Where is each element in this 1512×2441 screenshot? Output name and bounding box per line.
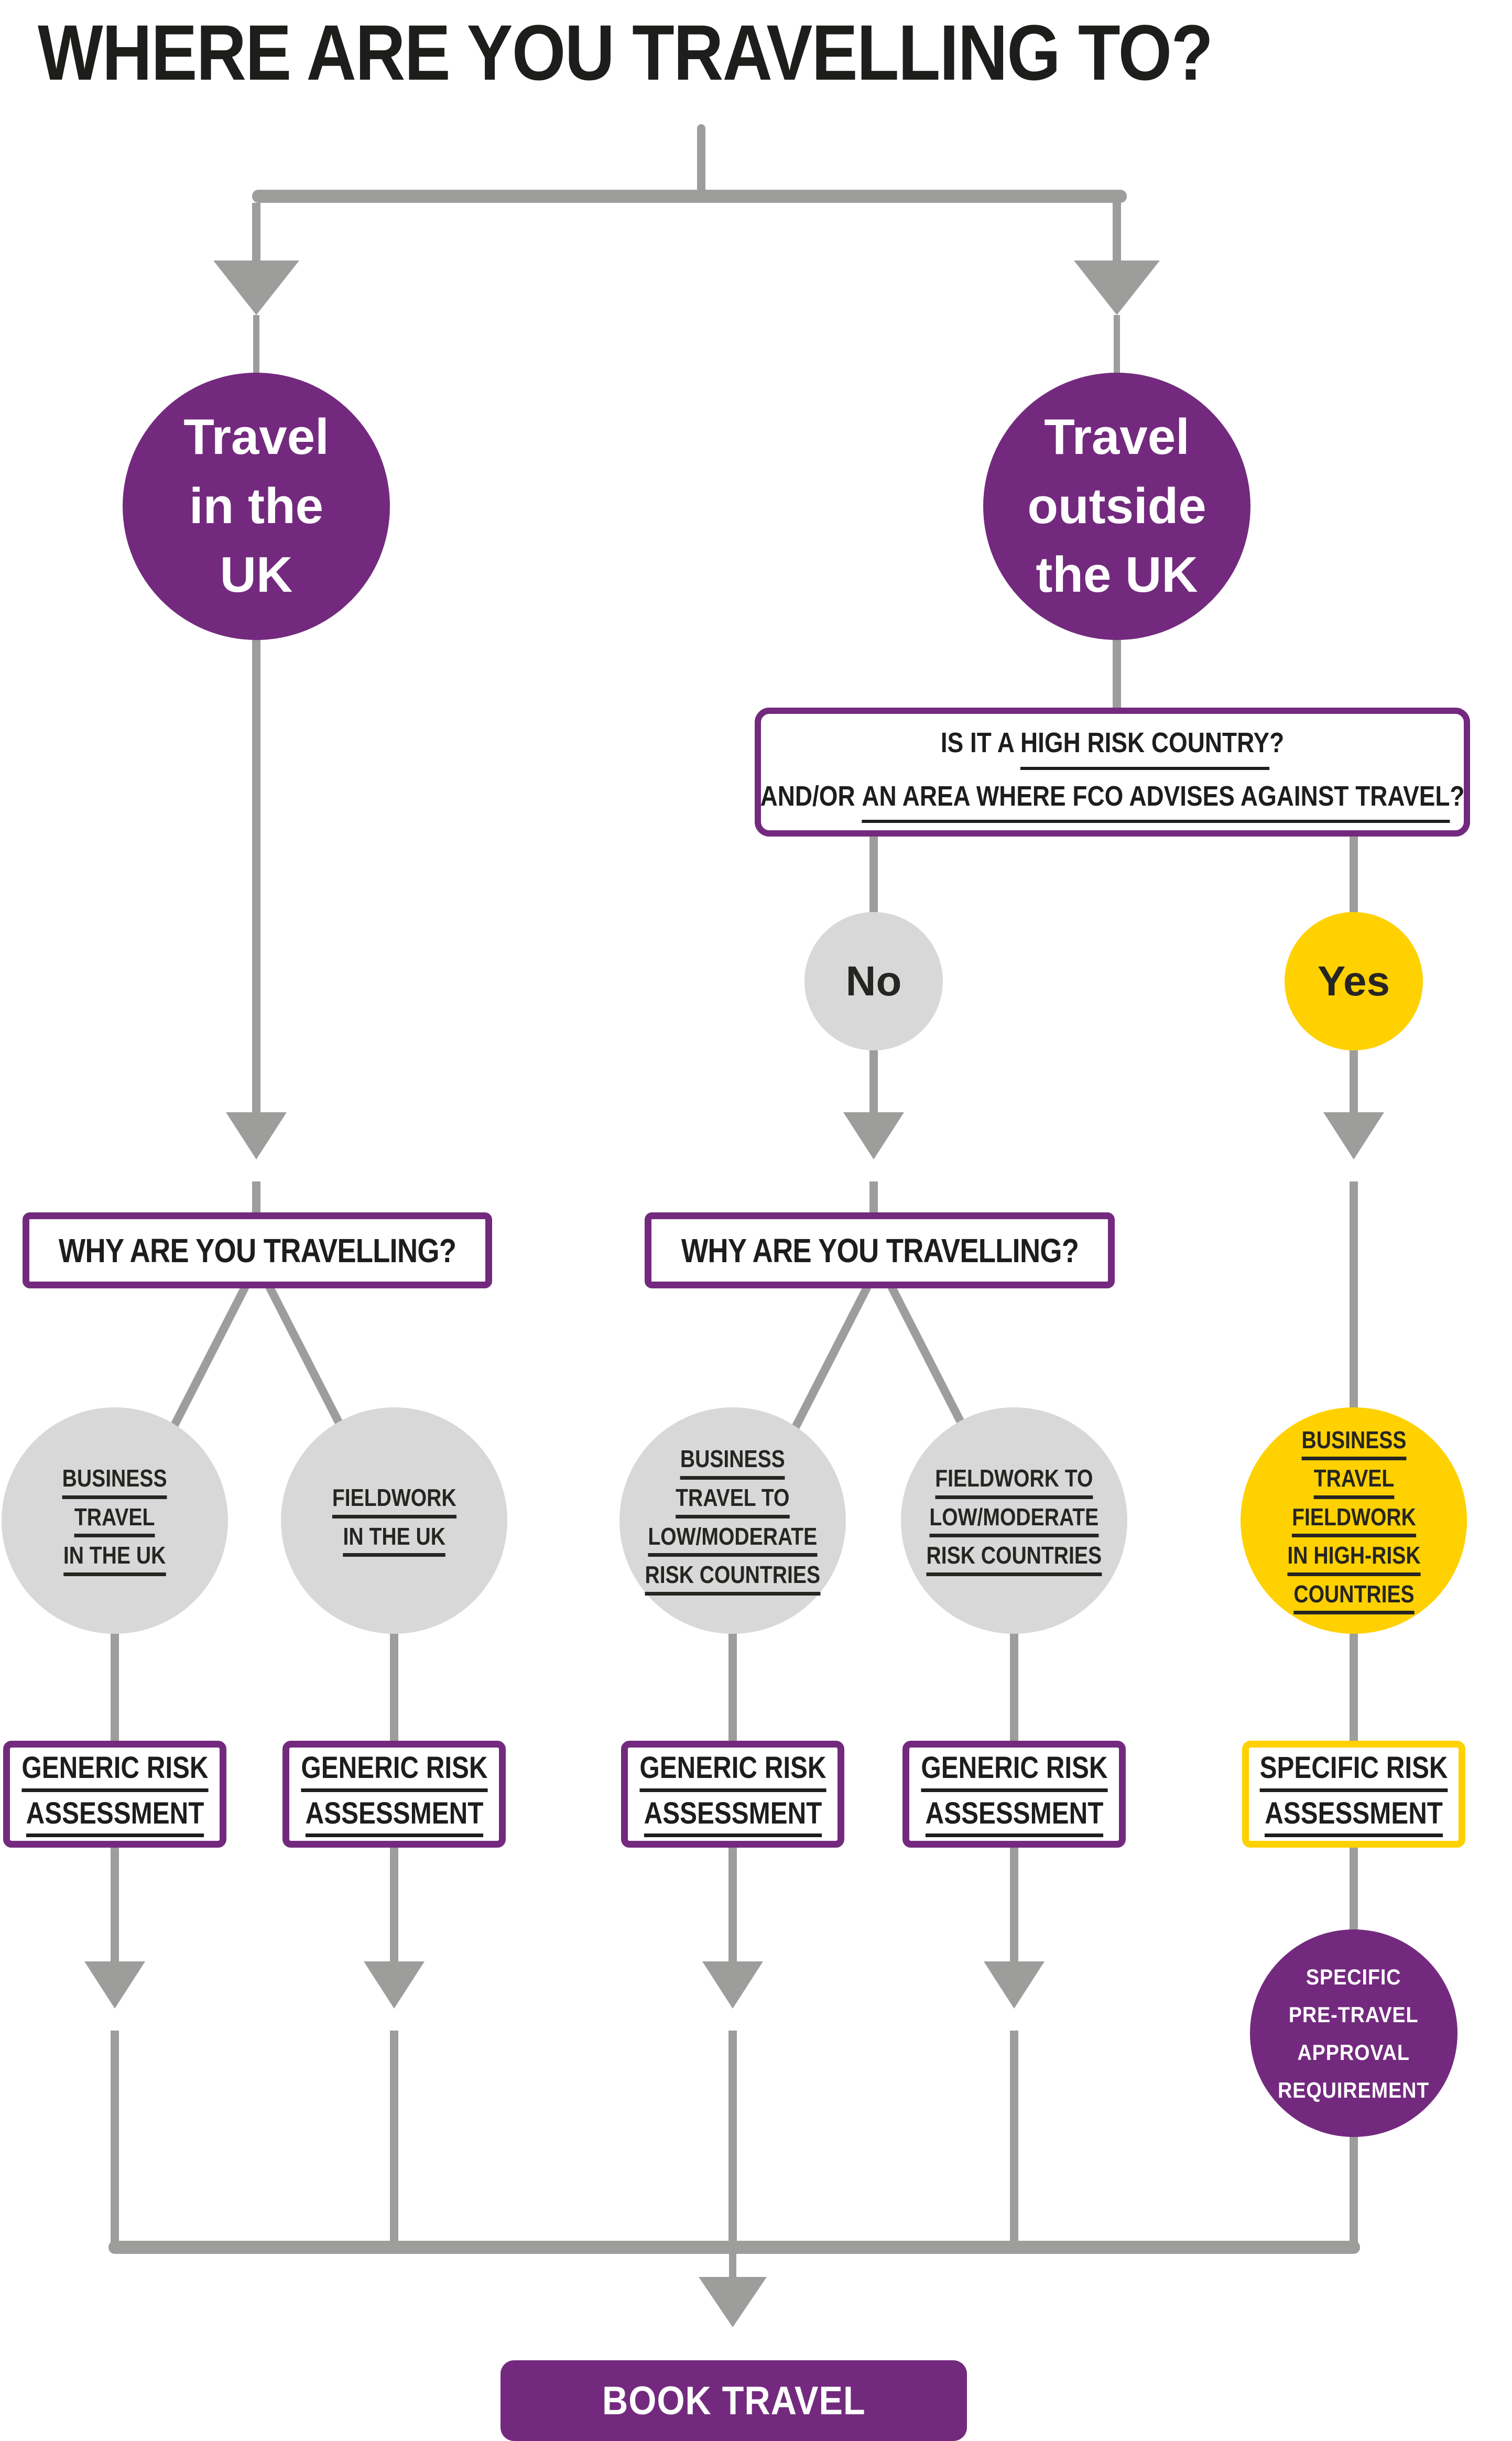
split-bar bbox=[252, 190, 1127, 203]
box-specific-risk-assessment: SPECIFIC RISK ASSESSMENT bbox=[1242, 1741, 1465, 1848]
question-why-travelling-abroad: WHY ARE YOU TRAVELLING? bbox=[645, 1212, 1115, 1288]
link-line[interactable]: BUSINESS bbox=[680, 1446, 785, 1480]
node-label: in the bbox=[189, 478, 323, 534]
node-fieldwork-lowmod: FIELDWORK TO LOW/MODERATE RISK COUNTRIES bbox=[901, 1407, 1127, 1634]
link-line[interactable]: LOW/MODERATE bbox=[648, 1523, 818, 1557]
arrow-down-icon bbox=[213, 261, 299, 315]
link-line[interactable]: ASSESSMENT bbox=[26, 1796, 204, 1838]
link-line[interactable]: TRAVEL bbox=[74, 1504, 155, 1538]
link-line[interactable]: FIELDWORK bbox=[1291, 1504, 1416, 1538]
question-line: IS IT A HIGH RISK COUNTRY? bbox=[760, 721, 1465, 770]
link-line[interactable]: GENERIC RISK bbox=[21, 1751, 209, 1792]
node-no: No bbox=[804, 912, 943, 1050]
node-label: UK bbox=[220, 547, 293, 603]
link-line[interactable]: IN THE UK bbox=[63, 1542, 166, 1576]
question-line: AND/OR AN AREA WHERE FCO ADVISES AGAINST… bbox=[760, 775, 1464, 823]
node-fieldwork-uk: FIELDWORK IN THE UK bbox=[281, 1407, 507, 1634]
node-travel-in-uk: Travel in the UK bbox=[123, 373, 390, 640]
link-high-risk-country[interactable]: HIGH RISK COUNTRY bbox=[1020, 721, 1270, 770]
link-line[interactable]: COUNTRIES bbox=[1293, 1581, 1415, 1615]
decision-high-risk-country: IS IT A HIGH RISK COUNTRY? AND/OR AN ARE… bbox=[755, 708, 1470, 837]
link-line[interactable]: BUSINESS bbox=[62, 1465, 167, 1499]
link-line[interactable]: GENERIC RISK bbox=[300, 1751, 488, 1792]
arrow-down-icon bbox=[226, 1112, 287, 1159]
arrow-down-icon bbox=[843, 1112, 904, 1159]
link-line[interactable]: ASSESSMENT bbox=[925, 1796, 1103, 1838]
question-label: WHY ARE YOU TRAVELLING? bbox=[681, 1231, 1079, 1270]
book-travel-button[interactable]: BOOK TRAVEL bbox=[501, 2360, 967, 2441]
link-line[interactable]: LOW/MODERATE bbox=[929, 1504, 1099, 1538]
node-label: SPECIFIC bbox=[1306, 1964, 1401, 1989]
link-line[interactable]: ASSESSMENT bbox=[1265, 1796, 1443, 1838]
node-label: PRE-TRAVEL bbox=[1289, 2002, 1419, 2027]
node-label: outside bbox=[1027, 478, 1206, 534]
merge-bar bbox=[108, 2241, 1360, 2254]
page-title: WHERE ARE YOU TRAVELLING TO? bbox=[38, 8, 1213, 96]
link-fco-advice[interactable]: AN AREA WHERE FCO ADVISES AGAINST TRAVEL bbox=[862, 775, 1450, 823]
arrow-down-icon bbox=[1323, 1112, 1384, 1159]
node-label: APPROVAL bbox=[1297, 2039, 1410, 2065]
link-line[interactable]: FIELDWORK TO bbox=[935, 1465, 1093, 1499]
node-travel-outside-uk: Travel outside the UK bbox=[983, 373, 1250, 640]
arrow-down-icon bbox=[84, 1961, 145, 2009]
node-label: Travel bbox=[1044, 408, 1190, 465]
node-business-fieldwork-highrisk: BUSINESS TRAVEL FIELDWORK IN HIGH-RISK C… bbox=[1241, 1407, 1467, 1634]
link-line[interactable]: RISK COUNTRIES bbox=[645, 1561, 821, 1596]
link-line[interactable]: TRAVEL bbox=[1313, 1465, 1394, 1499]
link-line[interactable]: GENERIC RISK bbox=[639, 1751, 826, 1792]
node-business-travel-uk: BUSINESS TRAVEL IN THE UK bbox=[2, 1407, 228, 1634]
box-generic-risk-assessment-2: GENERIC RISK ASSESSMENT bbox=[282, 1741, 506, 1848]
link-line[interactable]: GENERIC RISK bbox=[920, 1751, 1108, 1792]
link-line[interactable]: FIELDWORK bbox=[332, 1484, 456, 1518]
link-line[interactable]: SPECIFIC RISK bbox=[1259, 1751, 1448, 1792]
link-line[interactable]: IN HIGH-RISK bbox=[1287, 1542, 1421, 1576]
box-generic-risk-assessment-4: GENERIC RISK ASSESSMENT bbox=[902, 1741, 1126, 1848]
node-label: REQUIREMENT bbox=[1278, 2077, 1430, 2102]
node-business-travel-lowmod: BUSINESS TRAVEL TO LOW/MODERATE RISK COU… bbox=[619, 1407, 846, 1634]
arrow-down-icon bbox=[699, 2277, 767, 2327]
box-generic-risk-assessment-1: GENERIC RISK ASSESSMENT bbox=[3, 1741, 226, 1848]
node-label: the UK bbox=[1036, 547, 1198, 603]
link-line[interactable]: RISK COUNTRIES bbox=[926, 1542, 1102, 1576]
arrow-down-icon bbox=[702, 1961, 763, 2009]
arrow-down-icon bbox=[984, 1961, 1045, 2009]
link-line[interactable]: ASSESSMENT bbox=[305, 1796, 483, 1838]
node-yes: Yes bbox=[1285, 912, 1423, 1050]
link-line[interactable]: TRAVEL TO bbox=[676, 1484, 790, 1518]
arrow-down-icon bbox=[1074, 261, 1160, 315]
link-line[interactable]: IN THE UK bbox=[343, 1523, 445, 1557]
link-line[interactable]: BUSINESS bbox=[1301, 1426, 1406, 1461]
question-why-travelling-uk: WHY ARE YOU TRAVELLING? bbox=[23, 1212, 492, 1288]
arrow-down-icon bbox=[364, 1961, 425, 2009]
node-label: Travel bbox=[183, 408, 329, 465]
node-pretravel-approval: SPECIFIC PRE-TRAVEL APPROVAL REQUIREMENT bbox=[1250, 1929, 1457, 2137]
question-label: WHY ARE YOU TRAVELLING? bbox=[58, 1231, 456, 1270]
box-generic-risk-assessment-3: GENERIC RISK ASSESSMENT bbox=[621, 1741, 844, 1848]
book-travel-label: BOOK TRAVEL bbox=[602, 2378, 866, 2423]
link-line[interactable]: ASSESSMENT bbox=[644, 1796, 822, 1838]
